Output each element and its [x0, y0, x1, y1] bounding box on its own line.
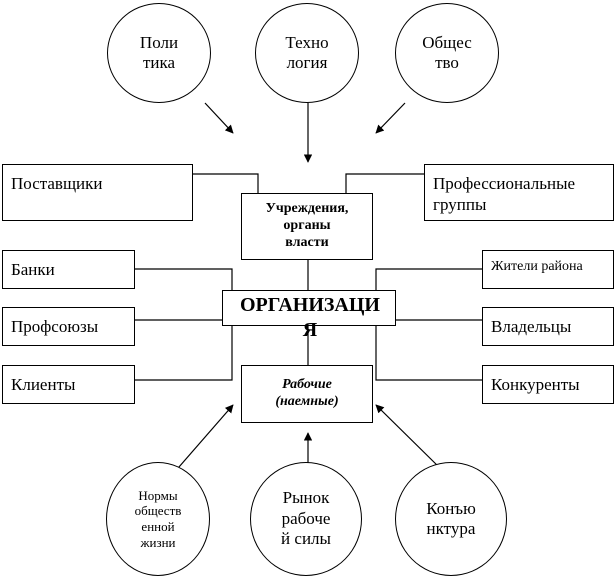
circle-conjuncture-label: Конъю нктура [426, 498, 476, 538]
box-authorities: Учреждения, органы власти [241, 193, 373, 260]
circle-technology: Техно логия [255, 3, 359, 103]
link-clients [135, 326, 233, 381]
box-banks-label: Банки [11, 260, 55, 279]
circle-society-label: Общес тво [422, 32, 472, 72]
link-banks [135, 268, 233, 290]
box-residents: Жители района [482, 250, 614, 289]
box-trade-unions: Профсоюзы [2, 307, 135, 346]
box-banks: Банки [2, 250, 135, 289]
box-owners: Владельцы [482, 307, 614, 346]
box-suppliers-label: Поставщики [11, 174, 103, 193]
circle-conjuncture: Конъю нктура [395, 462, 507, 576]
box-trade-unions-label: Профсоюзы [11, 317, 99, 336]
box-professional-groups: Профессиональные группы [424, 164, 614, 221]
link-competitors [375, 326, 482, 381]
box-residents-label: Жители района [491, 259, 583, 274]
box-workers-label: Рабочие (наемные) [275, 377, 339, 409]
box-suppliers: Поставщики [2, 164, 193, 221]
box-competitors: Конкуренты [482, 365, 614, 404]
circle-labor-market: Рынок рабоче й силы [250, 462, 362, 576]
link-suppliers [193, 173, 259, 193]
arrow-politics [204, 102, 234, 134]
box-workers: Рабочие (наемные) [241, 365, 373, 423]
box-owners-label: Владельцы [491, 317, 572, 336]
box-authorities-label: Учреждения, органы власти [265, 201, 349, 250]
arrow-society [375, 102, 406, 134]
link-residents [375, 268, 482, 290]
circle-politics-label: Поли тика [139, 32, 179, 72]
circle-norms: Нормы обществ енной жизни [106, 462, 210, 576]
circle-technology-label: Техно логия [285, 32, 329, 72]
circle-norms-label: Нормы обществ енной жизни [134, 487, 182, 550]
box-competitors-label: Конкуренты [491, 375, 580, 394]
box-professional-groups-label: Профессиональные группы [433, 174, 576, 215]
circle-politics: Поли тика [107, 3, 211, 103]
arrow-norms [171, 404, 234, 476]
arrow-conjuncture [375, 404, 443, 471]
box-organization-label: ОРГАНИЗАЦИ Я [240, 294, 380, 341]
box-clients-label: Клиенты [11, 375, 76, 394]
box-clients: Клиенты [2, 365, 135, 404]
box-organization: ОРГАНИЗАЦИ Я [222, 290, 396, 341]
circle-labor-market-label: Рынок рабоче й силы [281, 488, 331, 549]
link-professional-groups [345, 173, 424, 193]
circle-society: Общес тво [395, 3, 499, 103]
